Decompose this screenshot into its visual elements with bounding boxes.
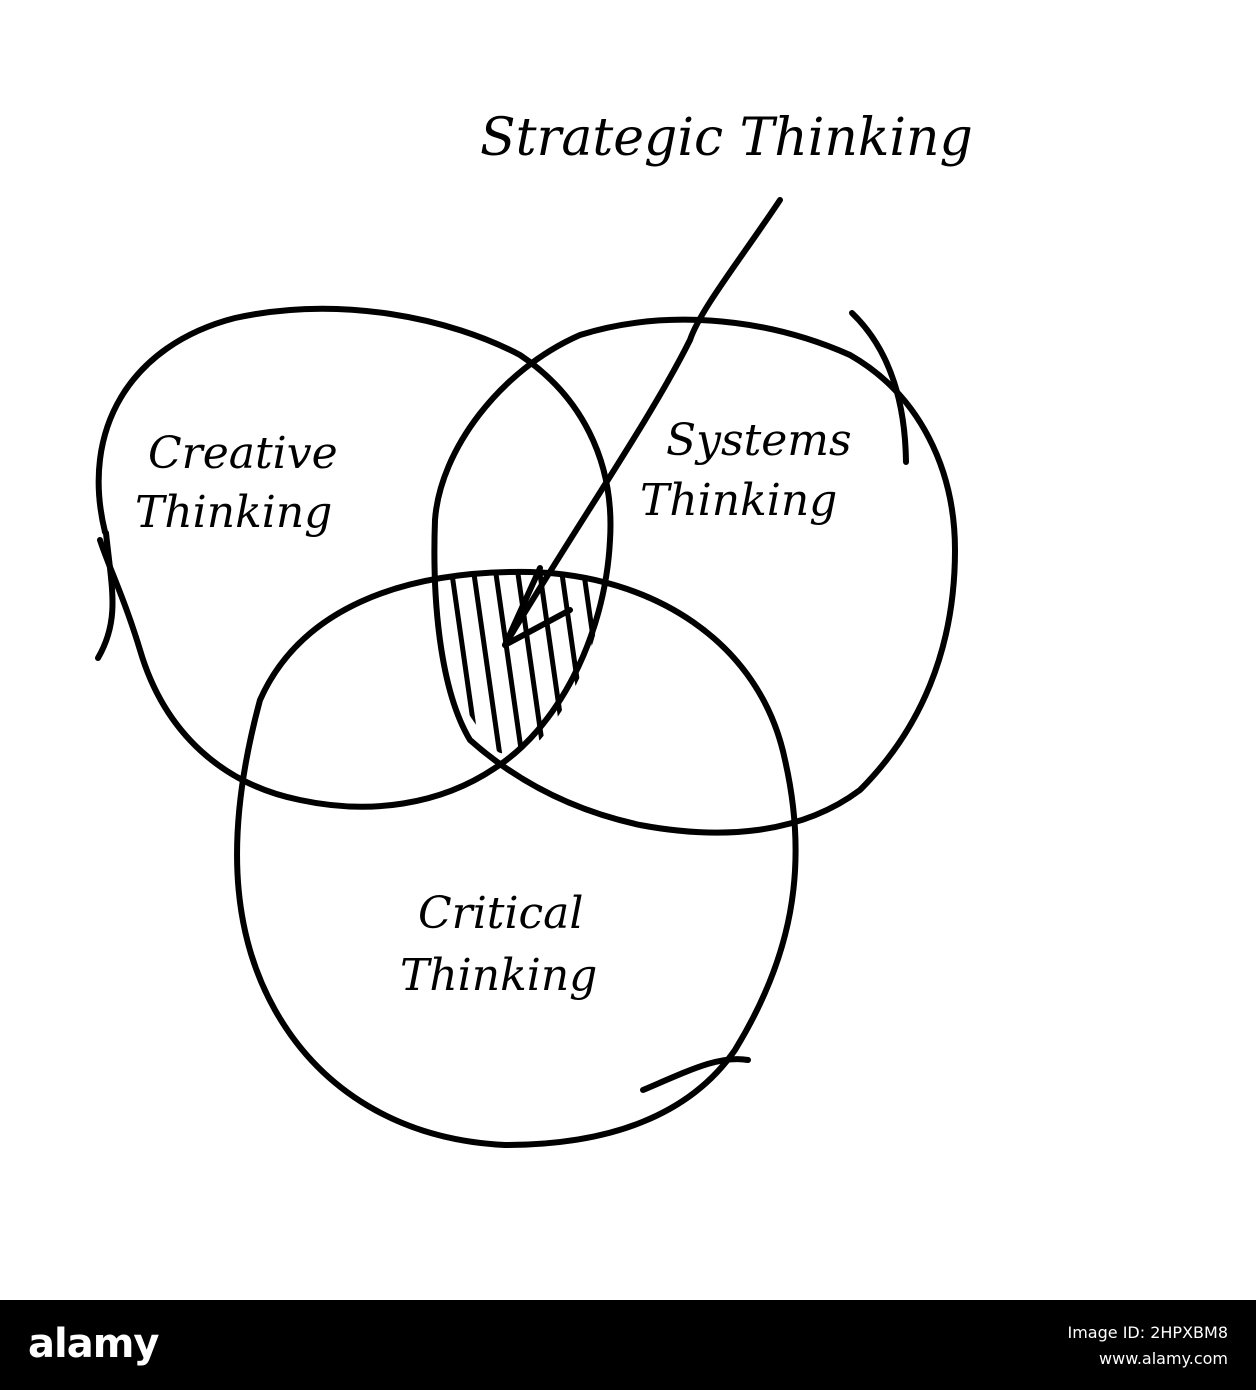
arrow-line: [502, 197, 783, 648]
venn-diagram: Strategic Thinking Creative Thinking Sys…: [95, 108, 973, 1148]
alamy-logo: alamy: [28, 1321, 159, 1367]
footer-bar: alamy Image ID: 2HPXBM8 www.alamy.com: [0, 1300, 1256, 1390]
site-url: www.alamy.com: [1099, 1349, 1228, 1368]
creative-circle: [95, 305, 614, 810]
systems-arc: [849, 310, 909, 465]
creative-label-line2: Thinking: [135, 487, 332, 538]
systems-label-line2: Thinking: [640, 475, 837, 526]
critical-label-line1: Critical: [418, 888, 583, 939]
diagram-canvas: Strategic Thinking Creative Thinking Sys…: [95, 108, 973, 1148]
critical-arc: [640, 1056, 751, 1093]
critical-circle: [234, 568, 799, 1148]
image-id: Image ID: 2HPXBM8: [1067, 1323, 1229, 1342]
critical-label-line2: Thinking: [400, 950, 597, 1001]
creative-circle-stroke: [95, 530, 116, 661]
footer-meta: Image ID: 2HPXBM8 www.alamy.com: [1068, 1320, 1229, 1372]
creative-label-line1: Creative: [148, 428, 338, 479]
systems-label-line1: Systems: [666, 415, 852, 466]
systems-circle: [431, 316, 958, 836]
strategic-thinking-title: Strategic Thinking: [480, 108, 973, 168]
